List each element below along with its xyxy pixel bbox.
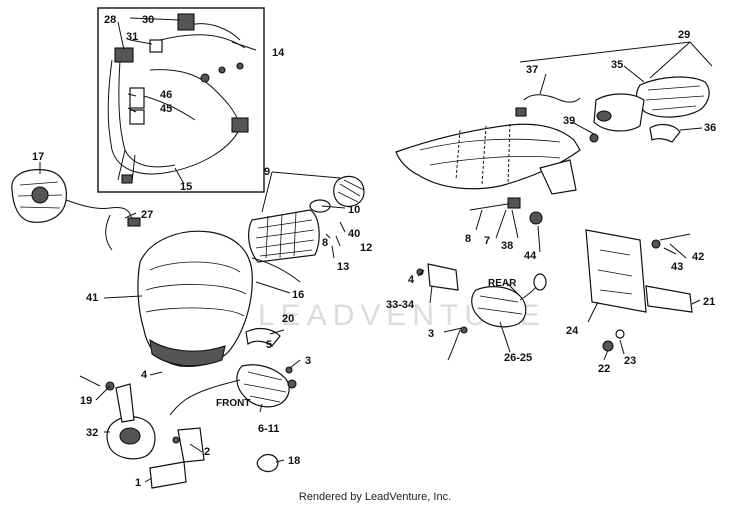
label-18: 18 [288,455,300,467]
relay-46-shape [129,87,145,109]
label-5: 5 [266,339,272,351]
label-21: 21 [703,296,715,308]
label-30: 30 [142,14,154,26]
label-1: 1 [135,477,141,489]
turn-signal-illustration [169,327,297,416]
label-39: 39 [563,115,575,127]
label-2: 2 [204,446,210,458]
label-8-rear: 8 [465,233,471,245]
headlight-illustration [248,175,365,263]
front-note: FRONT [216,398,250,409]
label-6-11: 6-11 [258,423,279,435]
leader-lines [39,17,713,483]
label-20: 20 [282,313,294,325]
main-connector-shape [231,117,249,133]
label-45: 45 [160,103,172,115]
callout-labels: 28 30 14 31 46 45 15 17 27 9 10 40 12 13… [32,14,716,489]
label-7: 7 [484,235,490,247]
label-33-34: 33-34 [386,299,415,311]
label-3-rear: 3 [428,328,434,340]
label-38: 38 [501,240,513,252]
handlebar-switch-illustration [11,169,141,251]
rear-note: REAR [488,278,517,289]
label-14: 14 [272,47,285,59]
license-bracket-illustration [585,229,693,352]
label-12: 12 [360,242,372,254]
label-41: 41 [86,292,98,304]
label-40: 40 [348,228,360,240]
label-19: 19 [80,395,92,407]
label-24: 24 [566,325,579,337]
label-31: 31 [126,31,138,43]
label-8-headlight: 8 [322,237,328,249]
label-15: 15 [180,181,192,193]
wiring-harness-illustration [107,13,249,184]
connector-28-shape [114,47,134,63]
rear-fender-illustration [395,123,581,225]
connector-31-shape [149,39,163,53]
label-4-rear: 4 [408,274,415,286]
front-cowl-illustration [137,230,301,367]
label-27: 27 [141,209,153,221]
label-4-front: 4 [141,369,148,381]
label-32: 32 [86,427,98,439]
label-13: 13 [337,261,349,273]
label-17: 17 [32,151,44,163]
switch-30-shape [177,13,195,31]
label-42: 42 [692,251,704,263]
label-22: 22 [598,363,610,375]
wiring-harness-inset-box [97,7,265,193]
label-10: 10 [348,204,360,216]
relay-45-shape [129,109,145,125]
label-37: 37 [526,64,538,76]
taillight-illustration [515,76,710,143]
label-9: 9 [264,166,270,178]
label-36: 36 [704,122,716,134]
label-35: 35 [611,59,623,71]
label-46: 46 [160,89,172,101]
small-parts-illustration [149,427,279,489]
label-3-front: 3 [305,355,311,367]
label-29: 29 [678,29,690,41]
label-28: 28 [104,14,116,26]
label-23: 23 [624,355,636,367]
label-16: 16 [292,289,304,301]
label-26-25: 26-25 [504,352,532,364]
horn-illustration [79,375,156,460]
label-44: 44 [524,250,537,262]
footer-credit: Rendered by LeadVenture, Inc. [299,491,451,503]
label-43: 43 [671,261,683,273]
rear-turn-signal-illustration [416,263,547,361]
